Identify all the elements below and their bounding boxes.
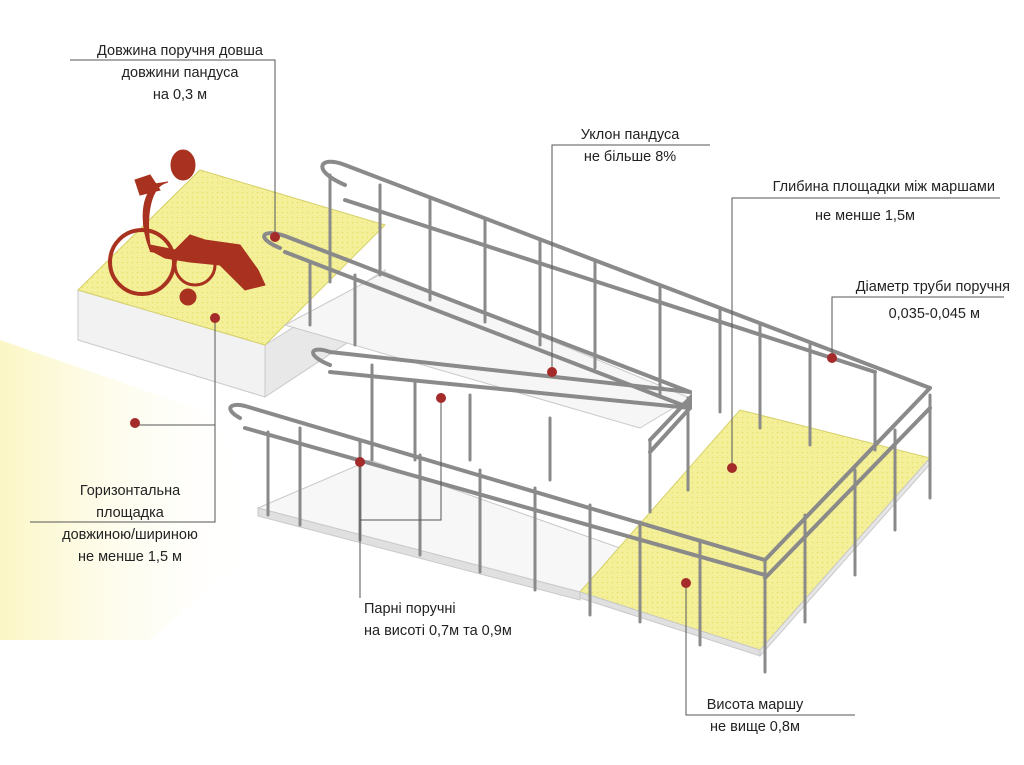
marker-dot-icon: [727, 463, 737, 473]
lower-handrail-lower: [243, 426, 767, 577]
upper-inner-handrail-lower: [283, 250, 692, 410]
intermediate-landing: [579, 409, 931, 658]
marker-dot-icon: [547, 367, 557, 377]
handrail-length-label: Довжина поручня довша довжини пандуса на…: [97, 43, 263, 103]
marker-dot-icon: [681, 578, 691, 588]
middle-handrail: [311, 347, 692, 394]
marker-dot-icon: [210, 313, 220, 323]
return-rail: [648, 393, 692, 454]
upper-ramp-surface: [283, 271, 692, 429]
ramp-slope-leader: [551, 144, 710, 372]
flight-height-leader: [685, 583, 855, 716]
landing-outer-rail-lower: [763, 406, 932, 580]
upper-outer-handrail: [320, 159, 932, 390]
handrail-length-leader: [70, 59, 276, 237]
leader-lines: [30, 59, 1004, 716]
lower-handrail: [228, 403, 767, 562]
wheelchair-user-icon: [108, 149, 266, 306]
marker-dot-icon: [355, 457, 365, 467]
landing-outer-rail: [763, 386, 932, 562]
marker-dot-icon: [827, 353, 837, 363]
marker-dot-icon: [436, 393, 446, 403]
flight-height-label: Висота маршу не вище 0,8м: [706, 697, 804, 735]
pipe-diameter-label: Діаметр труби поручня 0,035-0,045 м: [855, 279, 1010, 322]
paired-handrails-leader: [359, 398, 442, 521]
landing-depth-leader: [731, 197, 1000, 468]
marker-dot-icon: [270, 232, 280, 242]
paired-handrails-label: Парні поручні на висоті 0,7м та 0,9м: [364, 601, 512, 639]
markers: [130, 232, 837, 588]
landing-depth-label: Глибина площадки між маршами не менше 1,…: [772, 179, 995, 224]
upper-inner-handrail: [262, 231, 692, 394]
middle-handrail-lower: [328, 370, 692, 410]
horizontal-platform-label: Горизонтальна площадка довжиною/шириною …: [62, 483, 198, 565]
platform-leader-2: [30, 425, 216, 523]
pipe-diameter-leader: [831, 296, 1004, 358]
marker-dot-icon: [130, 418, 140, 428]
ground-glow: [0, 340, 260, 640]
handrails: [228, 159, 932, 580]
upper-outer-handrail-lower: [343, 198, 877, 374]
ramp-slope-label: Уклон пандуса не більше 8%: [580, 127, 680, 165]
upper-platform: [77, 169, 386, 398]
